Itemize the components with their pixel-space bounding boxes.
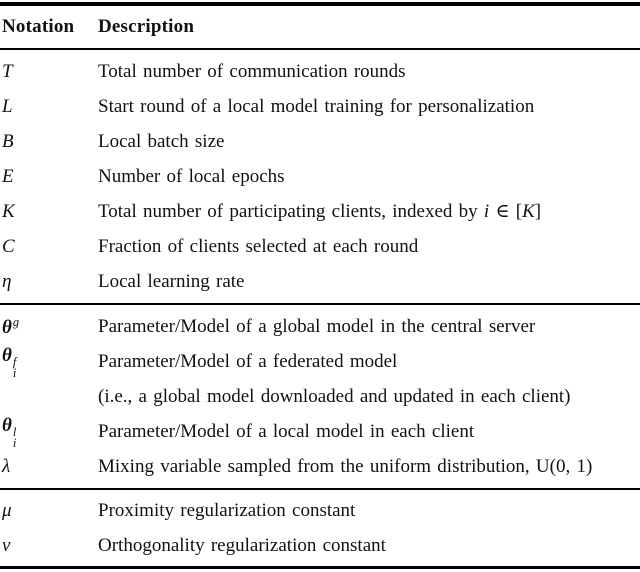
description-cell: Proximity regularization constant	[98, 500, 640, 522]
notation-symbol: θ	[2, 344, 12, 366]
description-text: Fraction of clients selected at each rou…	[98, 235, 419, 257]
notation-cell: E	[0, 166, 98, 188]
description-cell: Local batch size	[98, 131, 640, 153]
description-text: Parameter/Model of a global model in the…	[98, 315, 536, 337]
table-row: T Total number of communication rounds	[0, 54, 640, 89]
notation-cell: λ	[0, 456, 98, 478]
description-cell: Start round of a local model training fo…	[98, 96, 640, 118]
notation-superscript: g	[12, 314, 20, 329]
description-text: Total number of participating clients, i…	[98, 201, 484, 222]
notation-symbol: C	[2, 235, 15, 257]
header-description: Description	[98, 16, 195, 37]
description-text: Start round of a local model training fo…	[98, 95, 535, 117]
table-header-row: Notation Description	[0, 6, 640, 48]
notation-symbol: θ	[2, 414, 12, 436]
description-cell: Mixing variable sampled from the uniform…	[98, 456, 640, 478]
description-cell: Parameter/Model of a federated model	[98, 351, 640, 373]
notation-superscript: l	[12, 424, 17, 439]
description-cell: Parameter/Model of a local model in each…	[98, 421, 640, 443]
table-row: η Local learning rate	[0, 264, 640, 299]
section-rule	[0, 488, 640, 490]
notation-symbol: λ	[2, 455, 11, 477]
description-text: ]	[534, 201, 542, 222]
description-cell: Fraction of clients selected at each rou…	[98, 236, 640, 258]
notation-symbol: K	[2, 200, 15, 222]
notation-symbol: θ	[2, 316, 12, 338]
table-top-rule	[0, 2, 640, 6]
notation-cell: B	[0, 131, 98, 153]
description-cell: Orthogonality regularization constant	[98, 535, 640, 557]
notation-cell: L	[0, 96, 98, 118]
notation-symbol: E	[2, 165, 14, 187]
notation-cell: C	[0, 236, 98, 258]
description-text: Parameter/Model of a local model in each…	[98, 420, 475, 442]
notation-subscript: i	[12, 435, 17, 450]
notation-cell: η	[0, 271, 98, 293]
description-text: Number of local epochs	[98, 165, 285, 187]
table-row: λ Mixing variable sampled from the unifor…	[0, 449, 640, 484]
header-notation: Notation	[2, 16, 75, 37]
description-cell: Number of local epochs	[98, 166, 640, 188]
description-text: Orthogonality regularization constant	[98, 534, 386, 556]
notation-cell: μ	[0, 500, 98, 522]
description-text: Parameter/Model of a federated model	[98, 350, 398, 372]
description-cell: Local learning rate	[98, 271, 640, 293]
table-row: E Number of local epochs	[0, 159, 640, 194]
description-text: Total number of communication rounds	[98, 60, 406, 82]
table-section: μ Proximity regularization constant ν Ortho…	[0, 490, 640, 566]
notation-symbol: μ	[2, 499, 12, 521]
notation-symbol: η	[2, 270, 12, 292]
notation-symbol: B	[2, 130, 14, 152]
notation-cell: K	[0, 201, 98, 223]
description-cell: Parameter/Model of a global model in the…	[98, 316, 640, 338]
notation-symbol: L	[2, 95, 13, 117]
table-row: B Local batch size	[0, 124, 640, 159]
description-text: ∈ [	[489, 201, 523, 222]
table-row: K Total number of participating clients, …	[0, 194, 640, 229]
description-text: Proximity regularization constant	[98, 499, 356, 521]
notation-cell: T	[0, 61, 98, 83]
table-bottom-rule	[0, 566, 640, 569]
description-text: Mixing variable sampled from the uniform…	[98, 455, 593, 477]
description-text: Local batch size	[98, 130, 225, 152]
description-text: Local learning rate	[98, 270, 245, 292]
notation-symbol: T	[2, 60, 13, 82]
notation-cell: θg	[0, 315, 98, 339]
description-text: (i.e., a global model downloaded and upd…	[98, 385, 571, 407]
notation-cell: ν	[0, 535, 98, 557]
description-text: K	[522, 201, 535, 222]
section-rule	[0, 303, 640, 305]
table-row: μ Proximity regularization constant	[0, 493, 640, 528]
description-cell: Total number of communication rounds	[98, 61, 640, 83]
notation-superscript: f	[12, 354, 17, 369]
description-cell: (i.e., a global model downloaded and upd…	[98, 386, 640, 408]
table-row: ν Orthogonality regularization constant	[0, 528, 640, 563]
header-rule	[0, 48, 640, 50]
description-cell: Total number of participating clients, i…	[98, 200, 640, 223]
notation-symbol: ν	[2, 534, 11, 556]
description-text: i	[483, 201, 490, 222]
table-row: L Start round of a local model training f…	[0, 89, 640, 124]
table-row: (i.e., a global model downloaded and upd…	[0, 379, 640, 414]
table-row: C Fraction of clients selected at each ro…	[0, 229, 640, 264]
notation-subscript: i	[12, 365, 17, 380]
